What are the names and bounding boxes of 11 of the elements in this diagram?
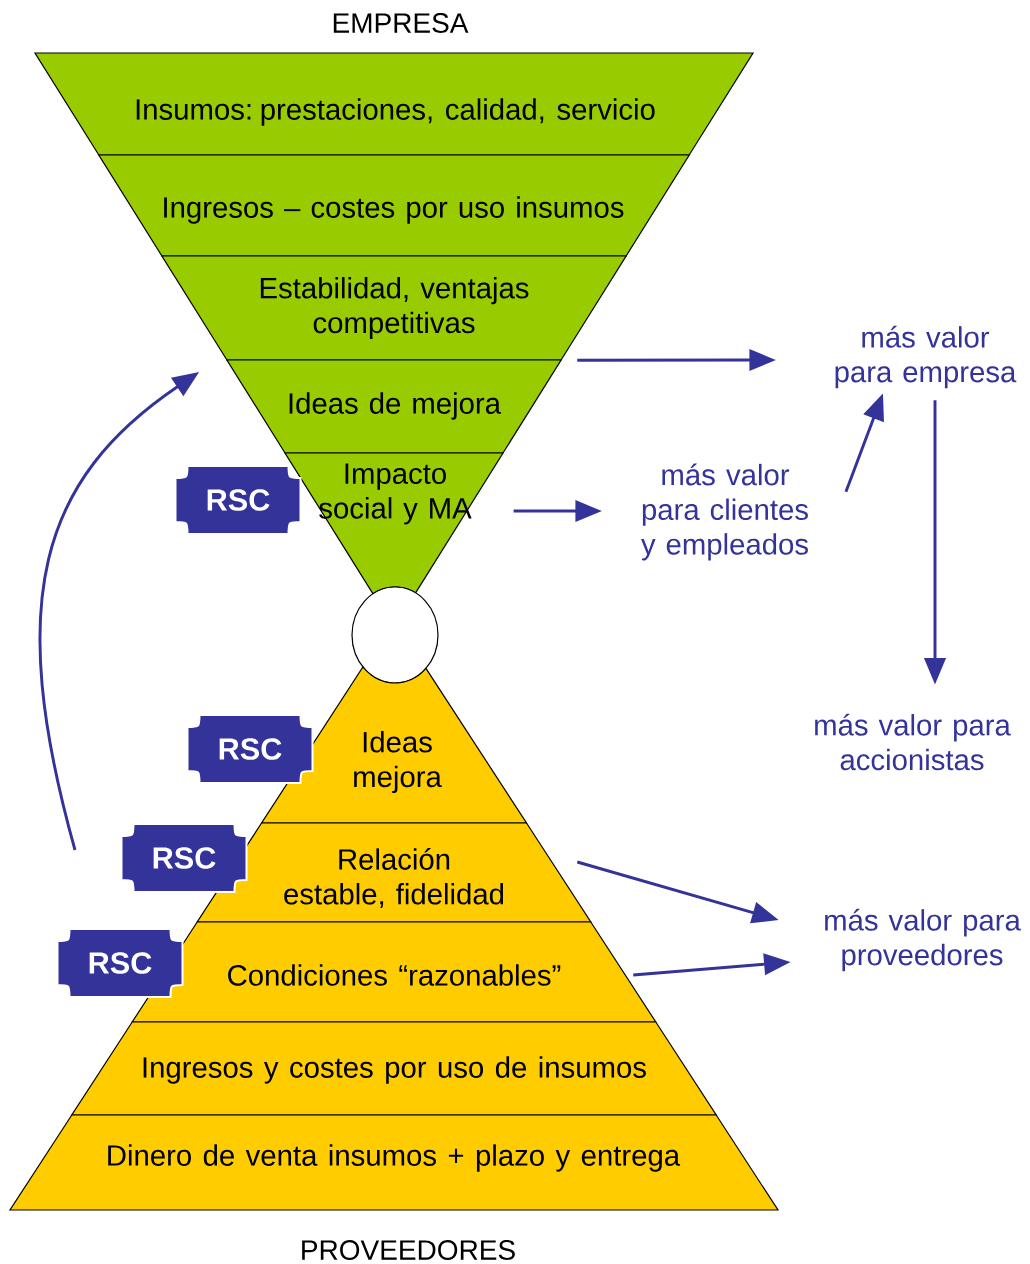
rsc-badge: RSC [56, 928, 184, 998]
value-text: más valor para clientes y empleados [641, 463, 808, 561]
rsc-badge: RSC [174, 465, 302, 535]
heading-label: EMPRESA [333, 13, 469, 33]
rsc-badge: RSC [186, 714, 314, 784]
value-text: más valor para empresa [835, 325, 1017, 389]
value-text: más valor para accionistas [815, 713, 1011, 771]
value-text: más valor para proveedores [825, 908, 1021, 972]
heading-label: PROVEEDORES [302, 1240, 515, 1260]
ellipse [351, 586, 439, 684]
rsc-badge: RSC [120, 823, 248, 893]
